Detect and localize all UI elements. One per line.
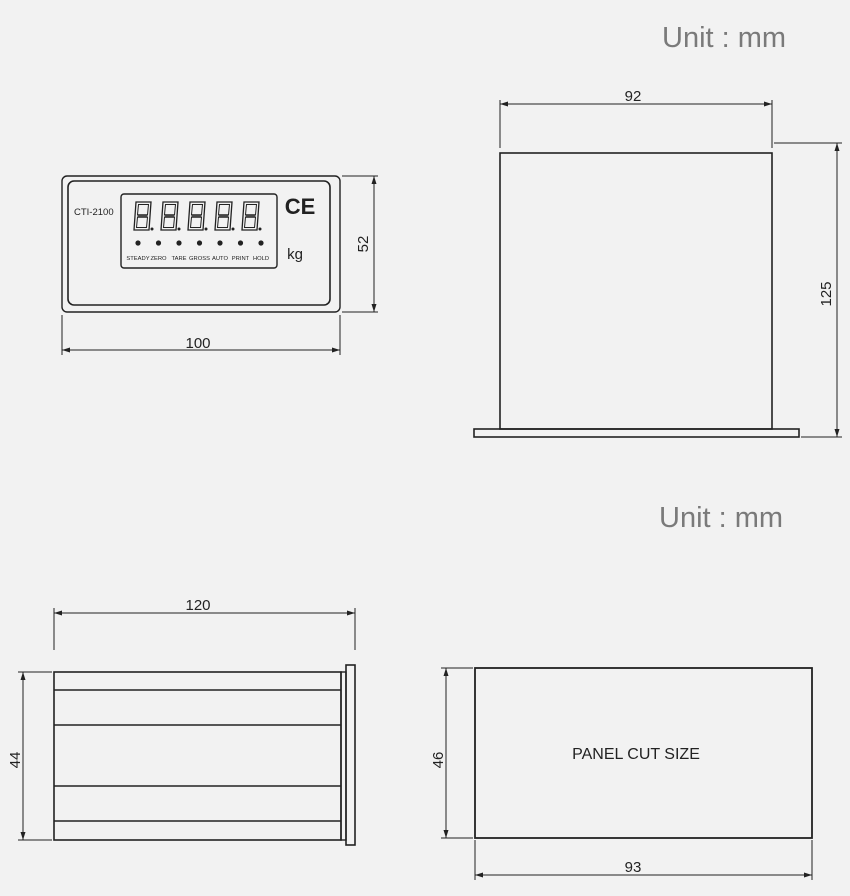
dim-arrow [804, 872, 812, 878]
led-dot [176, 240, 182, 246]
dim-arrow [500, 101, 508, 107]
unit-label-bottom: Unit : mm [659, 502, 784, 534]
led-label: AUTO [212, 256, 228, 262]
front-panel [67, 180, 331, 306]
display-digit [241, 201, 262, 231]
dim-arrow [347, 610, 355, 616]
led-dot [135, 240, 141, 246]
dim-arrow [62, 347, 70, 353]
unit-label-top: Unit : mm [662, 22, 787, 54]
panel-width-dim: 93 [625, 859, 642, 876]
dim-arrow [764, 101, 772, 107]
panel-cut-label: PANEL CUT SIZE [572, 746, 700, 763]
led-label: ZERO [150, 256, 167, 262]
front-height-dim: 52 [355, 236, 372, 253]
top-height-dim: 44 [7, 752, 24, 769]
side-height-dim: 125 [818, 281, 835, 306]
ce-mark: CE [285, 194, 316, 219]
led-dot [196, 240, 203, 246]
front-width-dim: 100 [185, 335, 210, 352]
model-name: CTI-2100 [74, 207, 114, 218]
panel-cut-view: PANEL CUT SIZE 93 46 [430, 667, 813, 880]
dim-arrow [443, 668, 449, 676]
lcd-display [120, 193, 278, 269]
display-digit [160, 201, 181, 231]
led-label: PRINT [232, 256, 250, 262]
side-body [499, 152, 773, 430]
dim-arrow [20, 832, 26, 840]
panel-cut-outline [474, 667, 813, 839]
display-digits [133, 201, 262, 231]
top-view: 120 44 [7, 597, 356, 846]
dim-arrow [332, 347, 340, 353]
display-digit [133, 201, 154, 231]
led-label: STEADY [126, 256, 149, 262]
panel-height-dim: 46 [430, 752, 447, 769]
side-flange [473, 428, 800, 438]
dim-arrow [20, 672, 26, 680]
front-bezel [61, 175, 341, 313]
dim-arrow [834, 143, 840, 151]
led-dot [258, 240, 264, 246]
display-digit [187, 201, 208, 231]
dim-arrow [371, 176, 377, 184]
top-bezel [345, 664, 356, 846]
dim-arrow [54, 610, 62, 616]
side-width-dim: 92 [625, 88, 642, 105]
dim-arrow [371, 304, 377, 312]
top-length-dim: 120 [185, 597, 210, 614]
led-label: HOLD [253, 256, 269, 262]
led-dot [217, 240, 223, 246]
led-dot [155, 240, 162, 246]
led-label: GROSS [189, 256, 210, 262]
dim-arrow [834, 429, 840, 437]
display-digit [214, 201, 235, 231]
top-body [53, 671, 342, 841]
led-dot [237, 240, 244, 246]
side-view: 92 125 [473, 88, 842, 438]
dim-arrow [475, 872, 483, 878]
dim-arrow [443, 830, 449, 838]
led-label: TARE [171, 256, 186, 262]
unit-kg-label: kg [287, 246, 303, 263]
